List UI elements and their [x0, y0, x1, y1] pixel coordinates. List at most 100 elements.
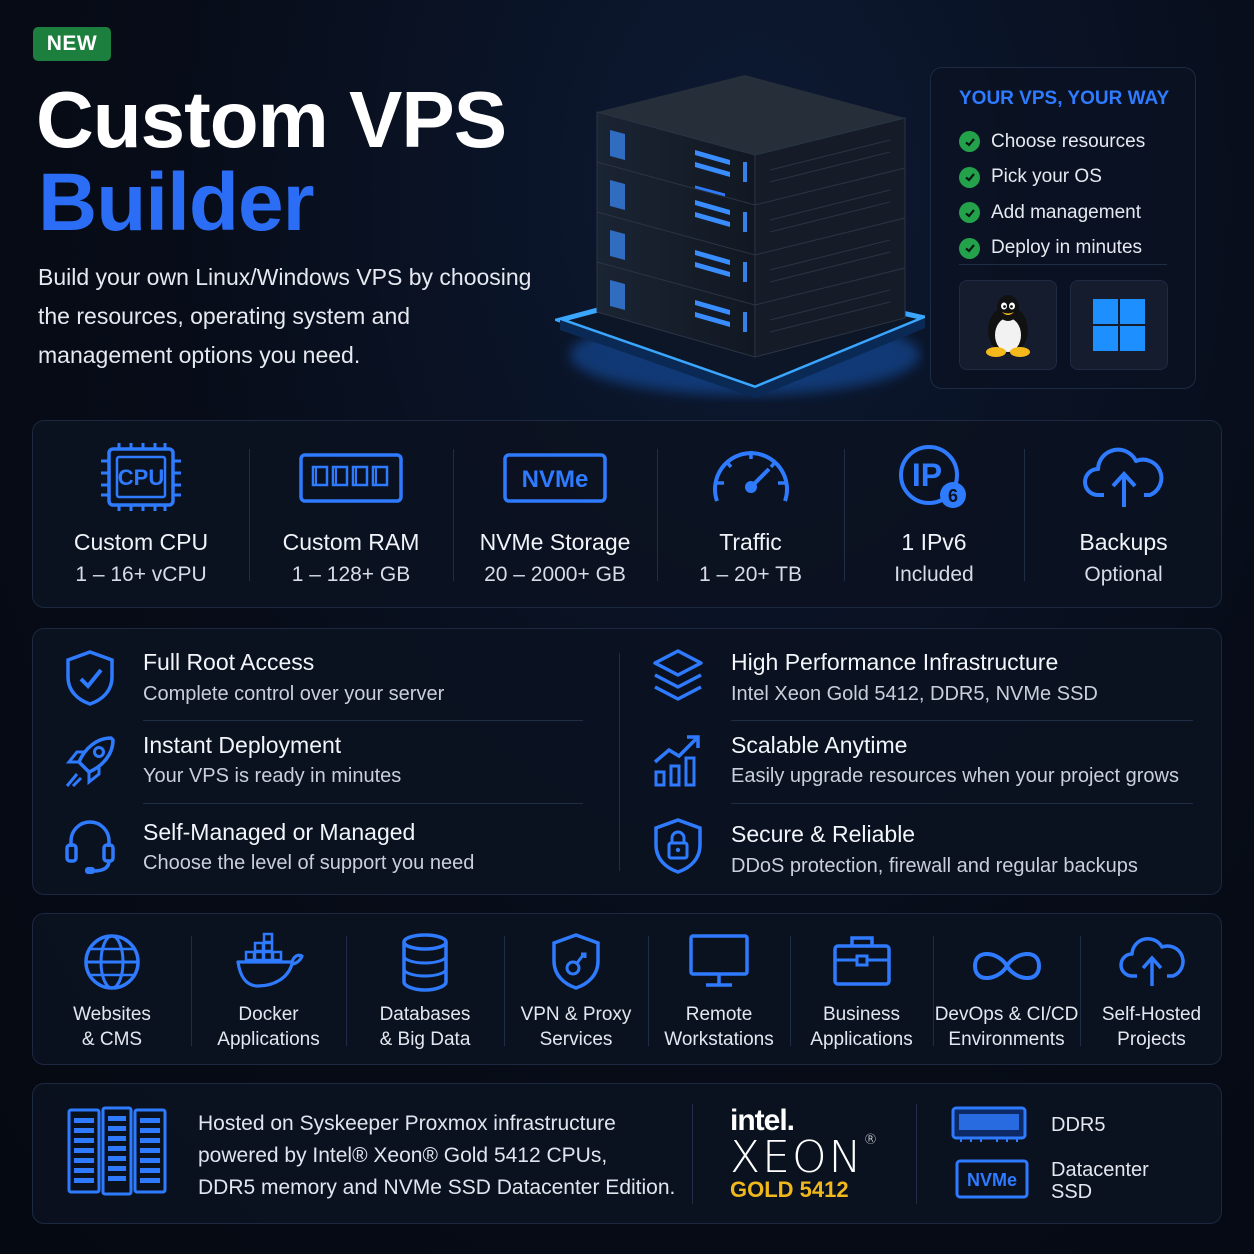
footer-line-1: Hosted on Syskeeper Proxmox infrastructu…: [198, 1112, 616, 1135]
feature-managed: Self-Managed or Managed Choose the level…: [33, 803, 619, 896]
cpu-icon-text: CPU: [118, 465, 164, 490]
divider: [731, 803, 1193, 804]
cpu-chip-icon: CPU: [101, 443, 181, 511]
divider: [657, 449, 658, 581]
features-panel: Full Root Access Complete control over y…: [32, 628, 1222, 895]
spec-value: Optional: [1084, 563, 1163, 586]
infrastructure-text: Hosted on Syskeeper Proxmox infrastructu…: [198, 1108, 698, 1204]
list-item-label: Deploy in minutes: [991, 237, 1143, 259]
spec-traffic: Traffic 1 – 20+ TB: [657, 421, 844, 609]
new-badge: NEW: [33, 27, 111, 61]
windows-logo-icon: [1093, 299, 1145, 351]
feature-title: Secure & Reliable: [731, 821, 916, 847]
server-stack-illustration: [551, 70, 934, 410]
linux-os-option[interactable]: [959, 280, 1057, 370]
feature-title: High Performance Infrastructure: [731, 649, 1059, 675]
ipv6-icon-text: IP: [912, 457, 942, 493]
feature-desc: Easily upgrade resources when your proje…: [731, 765, 1179, 787]
speedometer-icon: [712, 451, 789, 502]
spec-name: Custom CPU: [73, 529, 209, 555]
divider: [692, 1104, 693, 1204]
server-rack-icon: [67, 1106, 167, 1196]
page-title-line2: Builder: [38, 157, 314, 248]
rocket-icon: [65, 736, 115, 788]
divider: [1024, 449, 1025, 581]
spec-name: NVMe Storage: [479, 529, 631, 555]
ddr5-memory-icon: [951, 1106, 1027, 1142]
shield-lock-icon: [654, 818, 702, 874]
divider: [143, 803, 583, 804]
database-icon: [402, 933, 448, 992]
ram-module-icon: [299, 453, 403, 503]
divider: [959, 264, 1167, 265]
check-circle-icon: [959, 131, 980, 153]
feature-title: Full Root Access: [143, 649, 315, 675]
list-item: Add management: [959, 195, 1145, 231]
spec-name: 1 IPv6: [901, 529, 967, 555]
nvme-chip-text: NVMe: [967, 1170, 1017, 1190]
feature-instant-deployment: Instant Deployment Your VPS is ready in …: [33, 720, 619, 803]
check-circle-icon: [959, 166, 980, 188]
layers-icon: [653, 649, 703, 701]
monitor-icon: [689, 934, 749, 987]
divider: [790, 936, 791, 1046]
divider: [619, 653, 620, 871]
your-vps-heading: YOUR VPS, YOUR WAY: [959, 88, 1170, 109]
feature-title: Scalable Anytime: [731, 732, 908, 758]
list-item: Pick your OS: [959, 160, 1145, 196]
list-item-label: Add management: [991, 201, 1141, 223]
spec-name: Custom RAM: [282, 529, 420, 555]
xeon-logo-text: XEON®: [730, 1132, 880, 1183]
spec-value: 1 – 16+ vCPU: [75, 563, 207, 586]
specs-panel: CPU Custom CPU 1 – 16+ vCPU Custom RAM 1…: [32, 420, 1222, 608]
divider: [648, 936, 649, 1046]
spec-name: Backups: [1079, 529, 1168, 555]
linux-tux-icon: [986, 295, 1030, 357]
spec-value: Included: [894, 563, 974, 586]
feature-performance: High Performance Infrastructure Intel Xe…: [621, 629, 1223, 720]
intro-text: Build your own Linux/Windows VPS by choo…: [38, 258, 538, 375]
spec-name: Traffic: [719, 529, 782, 555]
feature-root-access: Full Root Access Complete control over y…: [33, 629, 619, 720]
divider: [453, 449, 454, 581]
feature-desc: Intel Xeon Gold 5412, DDR5, NVMe SSD: [731, 683, 1098, 705]
divider: [916, 1104, 917, 1204]
divider: [143, 720, 583, 721]
infrastructure-footer: Hosted on Syskeeper Proxmox infrastructu…: [32, 1083, 1222, 1224]
docker-whale-icon: [235, 932, 304, 988]
nvme-icon-text: NVMe: [522, 466, 589, 493]
spec-value: 1 – 128+ GB: [291, 563, 411, 586]
list-item-label: Choose resources: [991, 130, 1146, 152]
page-title-line1: Custom VPS: [36, 75, 507, 164]
ipv6-icon: IP 6: [899, 445, 966, 508]
spec-ipv6: IP 6 1 IPv6 Included: [844, 421, 1024, 609]
use-case-label: Databases& Big Data: [379, 1004, 471, 1050]
spec-value: 20 – 2000+ GB: [484, 563, 626, 586]
check-circle-icon: [959, 202, 980, 224]
ipv6-icon-badge: 6: [948, 486, 958, 506]
spec-ram: Custom RAM 1 – 128+ GB: [249, 421, 453, 609]
nvme-drive-icon: NVMe: [503, 453, 607, 503]
spec-value: 1 – 20+ TB: [699, 563, 802, 586]
use-case-websites: Websites& CMS: [33, 914, 191, 1066]
your-vps-list: Choose resources Pick your OS Add manage…: [959, 124, 1145, 266]
footer-line-2: powered by Intel® Xeon® Gold 5412 CPUs,: [198, 1144, 608, 1167]
cloud-upload-icon: [1082, 447, 1163, 507]
cloud-upload-icon: [1118, 937, 1185, 986]
feature-desc: Complete control over your server: [143, 683, 445, 705]
infinity-icon: [972, 952, 1041, 980]
intel-logo-text: intel.: [730, 1104, 795, 1137]
divider: [504, 936, 505, 1046]
windows-os-option[interactable]: [1070, 280, 1168, 370]
list-item-label: Pick your OS: [991, 166, 1102, 188]
list-item: Choose resources: [959, 124, 1145, 160]
divider: [1080, 936, 1081, 1046]
